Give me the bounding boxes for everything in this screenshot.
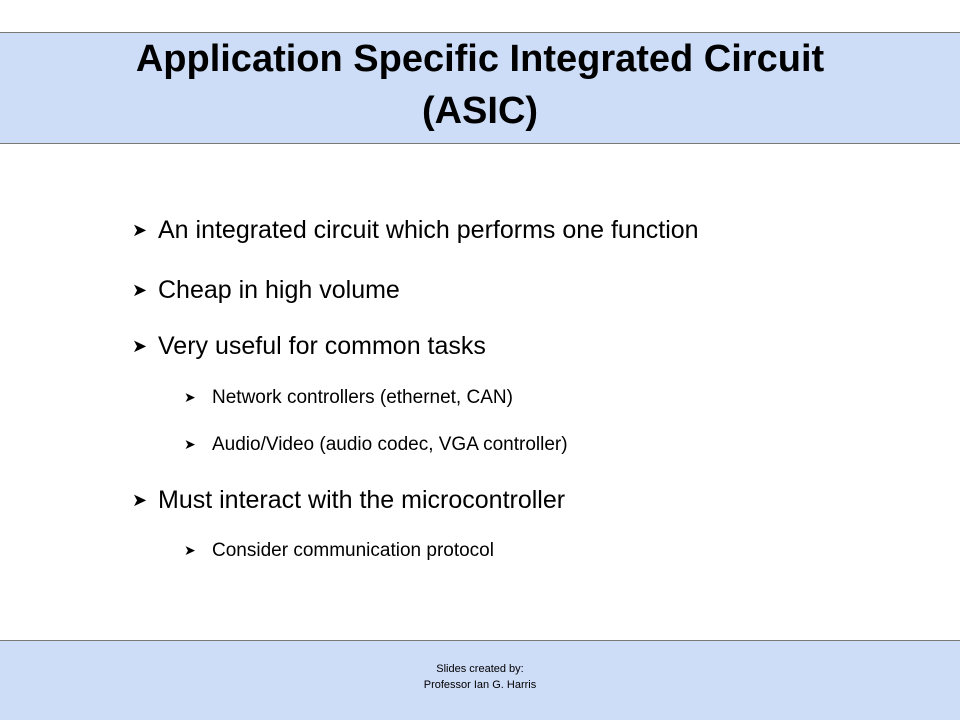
bullet-item: ➤ Cheap in high volume [132, 274, 400, 306]
sub-bullet-item: ➤ Consider communication protocol [184, 538, 494, 564]
bullet-text: Very useful for common tasks [158, 331, 486, 360]
arrow-bullet-icon: ➤ [132, 279, 148, 301]
sub-bullet-item: ➤ Network controllers (ethernet, CAN) [184, 385, 513, 411]
slide-title-line-2: (ASIC) [421, 90, 539, 132]
arrow-bullet-icon: ➤ [184, 543, 196, 559]
bullet-text: An integrated circuit which performs one… [158, 215, 699, 244]
arrow-bullet-icon: ➤ [132, 219, 148, 241]
footer-author: Professor Ian G. Harris [423, 679, 537, 691]
bullet-text: Must interact with the microcontroller [158, 485, 566, 514]
arrow-bullet-icon: ➤ [132, 335, 148, 357]
arrow-bullet-icon: ➤ [132, 489, 148, 511]
arrow-bullet-icon: ➤ [184, 390, 196, 406]
sub-bullet-text: Network controllers (ethernet, CAN) [212, 387, 513, 408]
bullet-item: ➤ Must interact with the microcontroller [132, 484, 565, 516]
bullet-item: ➤ Very useful for common tasks [132, 330, 486, 362]
arrow-bullet-icon: ➤ [184, 437, 196, 453]
sub-bullet-text: Audio/Video (audio codec, VGA controller… [212, 434, 568, 455]
sub-bullet-text: Consider communication protocol [212, 540, 494, 561]
bullet-item: ➤ An integrated circuit which performs o… [132, 214, 699, 246]
title-band: Application Specific Integrated Circuit … [0, 32, 960, 144]
sub-bullet-item: ➤ Audio/Video (audio codec, VGA controll… [184, 432, 568, 458]
footer-credit-label: Slides created by: [436, 663, 524, 675]
footer-band: Slides created by: Professor Ian G. Harr… [0, 640, 960, 720]
slide-title-line-1: Application Specific Integrated Circuit [135, 38, 825, 80]
bullet-text: Cheap in high volume [158, 275, 400, 304]
